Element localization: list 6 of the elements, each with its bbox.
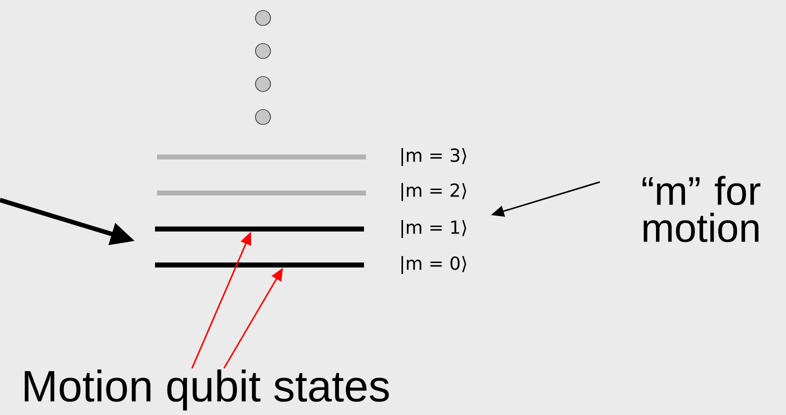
annotation-text: Motion qubit states — [24, 370, 389, 410]
state-label: |m = 2⟩ — [402, 183, 466, 201]
state-label: |m = 0⟩ — [402, 256, 466, 274]
state-label: |m = 3⟩ — [402, 148, 466, 166]
annotation-text: “m” for motion — [642, 176, 760, 242]
state-label: |m = 1⟩ — [402, 220, 466, 238]
